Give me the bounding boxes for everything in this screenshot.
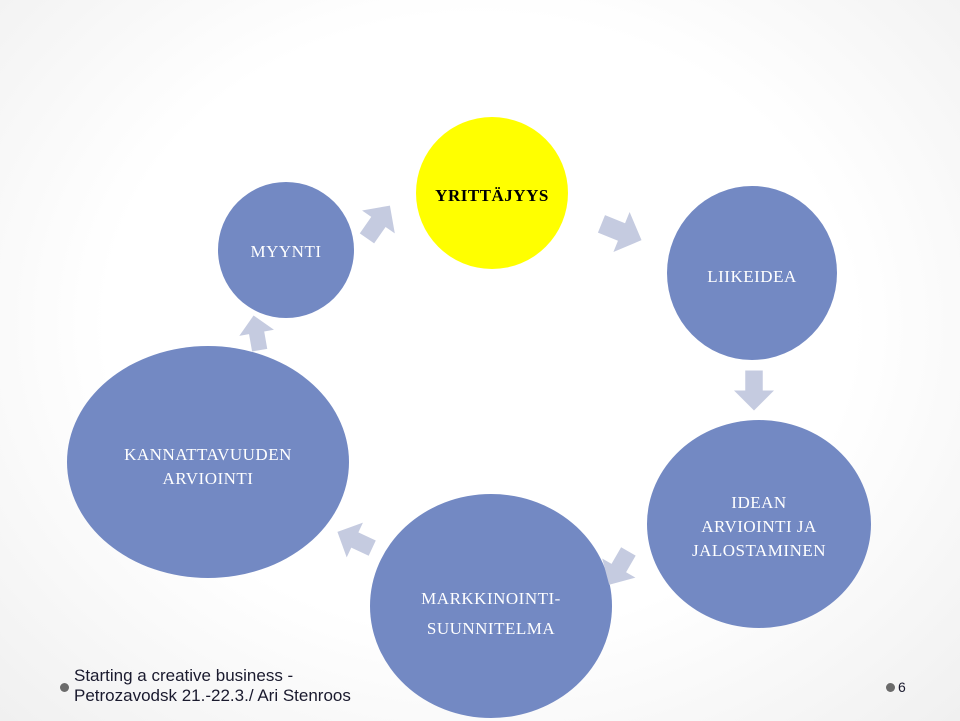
label-kannattavuuden-line1: KANNATTAVUUDEN (124, 445, 292, 464)
arrow-kannattavuuden-myynti (239, 315, 274, 352)
label-idean-arviointi: IDEAN ARVIOINTI JA JALOSTAMINEN (659, 491, 859, 563)
node-liikeidea (667, 186, 837, 360)
label-kannattavuuden: KANNATTAVUUDEN ARVIOINTI (98, 443, 318, 491)
arrow-myynti-yrittajyys (359, 205, 395, 244)
label-markkinointi-line1: MARKKINOINTI- (421, 589, 561, 608)
node-markkinointi (370, 494, 612, 718)
label-markkinointi: MARKKINOINTI- SUUNNITELMA (391, 584, 591, 644)
label-idean-line3: JALOSTAMINEN (691, 541, 827, 560)
footer-line2: Petrozavodsk 21.-22.3./ Ari Stenroos (74, 686, 351, 705)
arrow-markkinointi-kannattavuuden (337, 522, 376, 558)
footer-bullet-icon (60, 683, 69, 692)
footer-line1: Starting a creative business - (74, 666, 294, 685)
page-number-bullet-icon (886, 683, 895, 692)
label-markkinointi-line2: SUUNNITELMA (426, 619, 556, 638)
node-yrittajyys (416, 117, 568, 269)
arrow-liikeidea-idean (734, 370, 774, 411)
node-kannattavuuden (67, 346, 349, 578)
arrow-idean-markkinointi (602, 547, 636, 585)
label-kannattavuuden-line2: ARVIOINTI (162, 469, 254, 488)
label-idean-line2: ARVIOINTI JA (701, 517, 817, 536)
page-number: 6 (898, 679, 906, 695)
footer-caption: Starting a creative business - Petrozavo… (74, 666, 404, 706)
label-myynti: MYYNTI (250, 242, 322, 261)
label-yrittajyys: YRITTÄJYYS (435, 186, 549, 205)
node-idean-arviointi (647, 420, 871, 628)
node-myynti (218, 182, 354, 318)
label-liikeidea: LIIKEIDEA (707, 267, 797, 286)
label-idean-line1: IDEAN (731, 493, 787, 512)
arrow-yrittajyys-liikeidea (597, 211, 642, 253)
